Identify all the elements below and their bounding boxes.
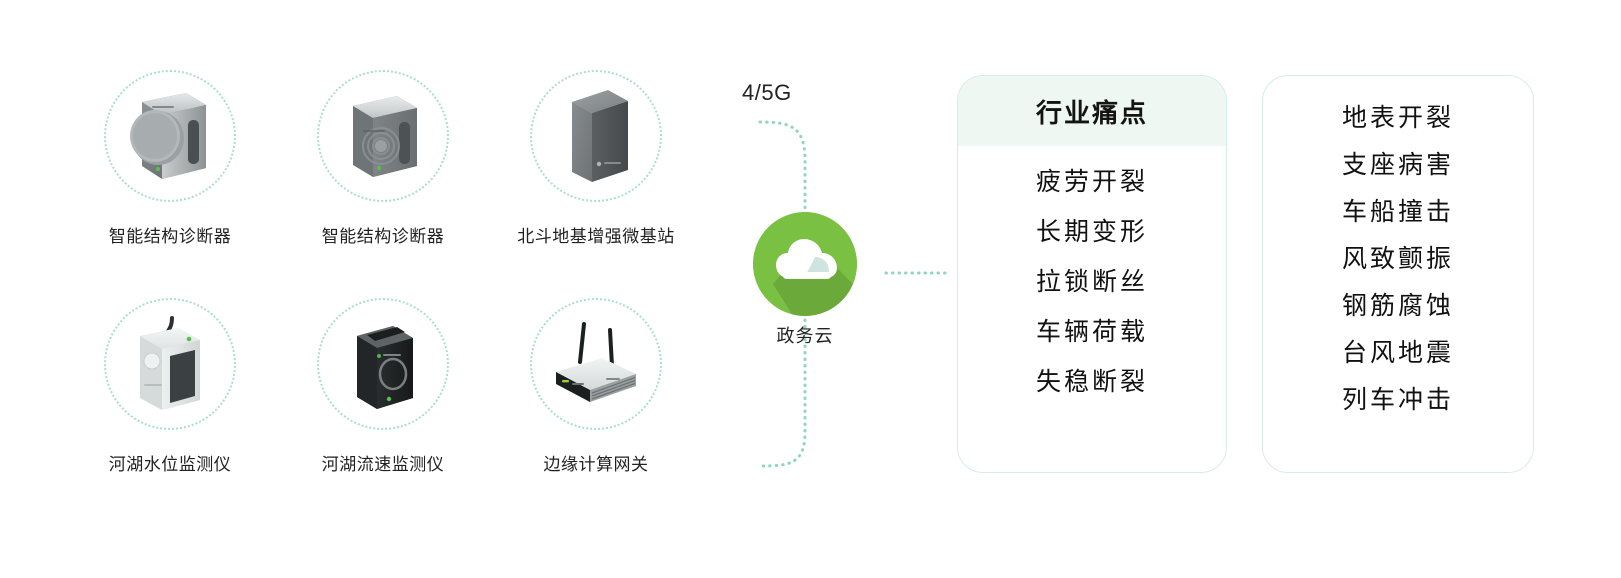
- device-grid: 智能结构诊断器: [60, 70, 720, 490]
- device-card-3[interactable]: 河湖水位监测仪: [60, 298, 280, 508]
- panel-item: 车船撞击: [1341, 198, 1454, 226]
- downlink-dotted-path: [758, 318, 807, 468]
- device-label: 河湖水位监测仪: [108, 455, 232, 474]
- beidou-micro-base-station-icon: [572, 90, 628, 182]
- panel-item: 车辆荷载: [1035, 318, 1148, 346]
- panel-item: 列车冲击: [1341, 386, 1454, 414]
- device-label: 河湖流速监测仪: [321, 455, 445, 474]
- device-ring: [317, 298, 449, 430]
- network-column: 4/5G 政务云: [720, 60, 950, 490]
- device-ring: [104, 70, 236, 202]
- cloud-label: 政务云: [776, 326, 834, 346]
- structure-diagnostic-knob-device-icon: [130, 93, 206, 179]
- water-level-monitor-icon: [140, 316, 200, 410]
- panel-item: 地表开裂: [1341, 104, 1454, 132]
- panel-item: 疲劳开裂: [1035, 168, 1148, 196]
- panel-item: 拉锁断丝: [1035, 268, 1148, 296]
- panel-item: 长期变形: [1035, 218, 1148, 246]
- device-card-1[interactable]: 智能结构诊断器: [273, 70, 493, 280]
- network-link-label: 4/5G: [742, 80, 792, 105]
- panel-item: 失稳断裂: [1035, 368, 1148, 396]
- panel-industry-pain-points: 行业痛点 疲劳开裂 长期变形 拉锁断丝 车辆荷载 失稳断裂: [957, 75, 1227, 473]
- uplink-dotted-path: [758, 120, 807, 214]
- device-ring: [104, 298, 236, 430]
- panel-item: 风致颤振: [1341, 245, 1454, 273]
- cloud-icon: [753, 212, 857, 316]
- panel-risk-list: 地表开裂 支座病害 车船撞击 风致颤振 钢筋腐蚀 台风地震 列车冲击: [1262, 75, 1534, 473]
- device-ring: [317, 70, 449, 202]
- device-card-2[interactable]: 北斗地基增强微基站: [486, 70, 706, 280]
- device-label: 边缘计算网关: [543, 455, 649, 474]
- edge-computing-gateway-icon: [556, 322, 636, 402]
- panel-item: 支座病害: [1341, 151, 1454, 179]
- device-label: 智能结构诊断器: [321, 227, 445, 246]
- device-card-5[interactable]: 边缘计算网关: [486, 298, 706, 508]
- connection-lines: [758, 120, 950, 468]
- device-card-4[interactable]: 河湖流速监测仪: [273, 298, 493, 508]
- flow-velocity-monitor-icon: [357, 326, 413, 409]
- device-ring: [530, 70, 662, 202]
- structure-diagnostic-wave-device-icon: [353, 96, 417, 177]
- panel-item-list: 地表开裂 支座病害 车船撞击 风致颤振 钢筋腐蚀 台风地震 列车冲击: [1263, 76, 1533, 435]
- panel-title: 行业痛点: [958, 76, 1226, 146]
- cloud-badge[interactable]: [753, 212, 857, 316]
- device-label: 智能结构诊断器: [108, 227, 232, 246]
- device-label: 北斗地基增强微基站: [517, 227, 675, 246]
- panel-item-list: 疲劳开裂 长期变形 拉锁断丝 车辆荷载 失稳断裂: [958, 146, 1226, 420]
- device-ring: [530, 298, 662, 430]
- panel-item: 台风地震: [1341, 339, 1454, 367]
- device-card-0[interactable]: 智能结构诊断器: [60, 70, 280, 280]
- panel-item: 钢筋腐蚀: [1341, 292, 1454, 320]
